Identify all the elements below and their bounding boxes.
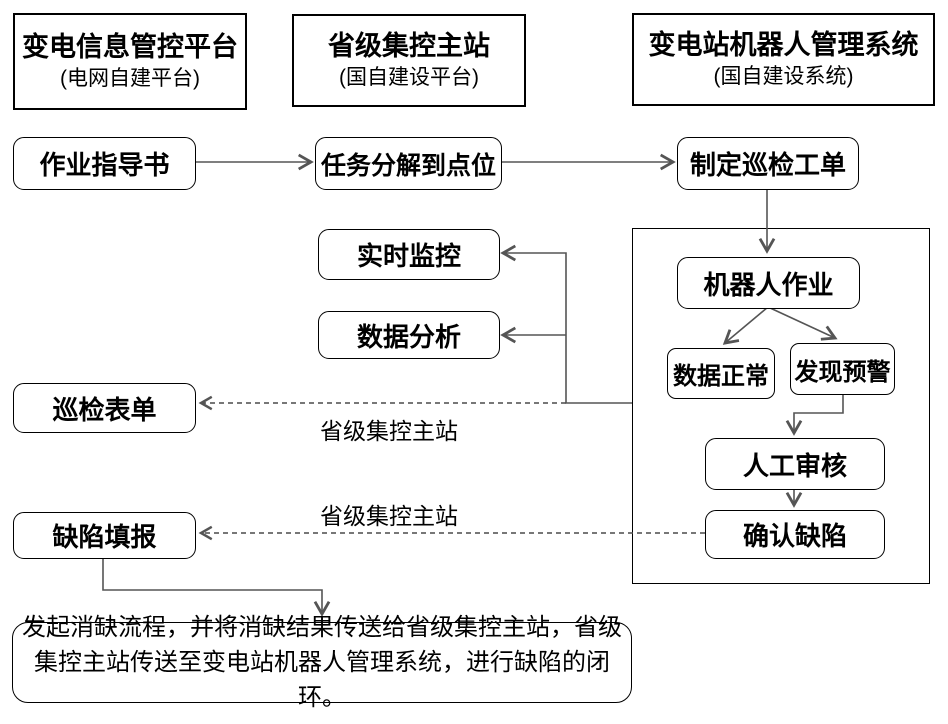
edge-robotwork-to-warning bbox=[767, 306, 838, 341]
node-warning-found: 发现预警 bbox=[790, 343, 895, 395]
node-robot-work: 机器人作业 bbox=[677, 257, 860, 309]
node-create-inspection-order: 制定巡检工单 bbox=[677, 137, 859, 190]
header-title: 省级集控主站 bbox=[328, 30, 490, 61]
node-realtime-monitor: 实时监控 bbox=[318, 229, 500, 280]
header-robot-management-system: 变电站机器人管理系统 (国自建设系统) bbox=[632, 13, 935, 106]
edge-warning-to-review bbox=[785, 393, 844, 436]
node-task-decompose: 任务分解到点位 bbox=[315, 137, 502, 190]
header-substation-info-platform: 变电信息管控平台 (电网自建平台) bbox=[13, 13, 247, 110]
node-manual-review: 人工审核 bbox=[705, 438, 885, 490]
header-subtitle: (电网自建平台) bbox=[60, 67, 200, 91]
header-subtitle: (国自建设系统) bbox=[713, 65, 854, 89]
node-inspection-form: 巡检表单 bbox=[13, 383, 196, 433]
edge-label-province-station-1: 省级集控主站 bbox=[320, 418, 458, 444]
node-defect-report: 缺陷填报 bbox=[13, 512, 196, 559]
node-data-normal: 数据正常 bbox=[667, 348, 775, 399]
edge-container-to-monitor bbox=[500, 244, 632, 404]
header-subtitle: (国自建设平台) bbox=[339, 66, 479, 90]
header-title: 变电站机器人管理系统 bbox=[648, 29, 919, 60]
node-closing-process-note: 发起消缺流程，并将消缺结果传送给省级集控主站，省级集控主站传送至变电站机器人管理… bbox=[12, 614, 632, 711]
edge-defectreport-to-closing bbox=[102, 558, 331, 617]
edge-robotwork-to-datanormal bbox=[722, 306, 769, 345]
header-title: 变电信息管控平台 bbox=[22, 31, 238, 62]
node-data-analysis: 数据分析 bbox=[318, 311, 500, 359]
edge-label-province-station-2: 省级集控主站 bbox=[320, 503, 458, 529]
header-province-master-station: 省级集控主站 (国自建设平台) bbox=[292, 14, 526, 107]
node-confirm-defect: 确认缺陷 bbox=[705, 510, 885, 559]
node-work-guide: 作业指导书 bbox=[13, 137, 196, 190]
